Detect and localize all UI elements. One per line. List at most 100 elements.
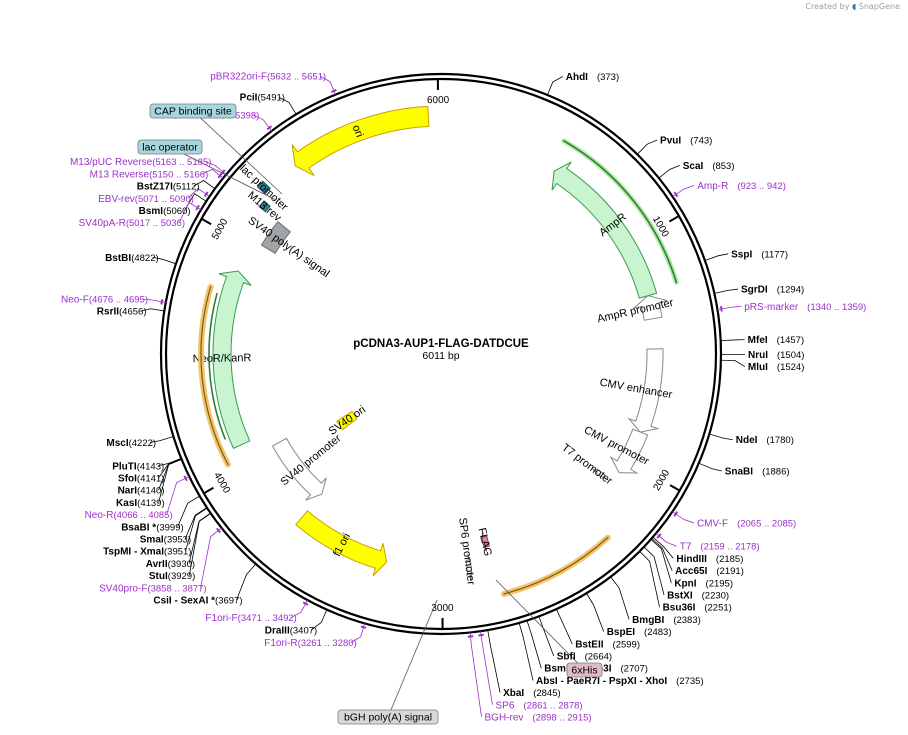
leader-neo-r	[166, 476, 190, 515]
site-label-kpni[interactable]: KpnI(2195)	[674, 578, 733, 589]
primer-label-sv40pro-f[interactable]: SV40pro-F(3858 .. 3877)	[99, 583, 207, 594]
site-label-bsu36i[interactable]: Bsu36I(2251)	[663, 603, 732, 614]
site-label-snabi[interactable]: SnaBI(1886)	[725, 466, 790, 477]
site-name: MluI	[748, 362, 768, 373]
feature-f1-ori[interactable]	[295, 510, 388, 577]
feature-sv40-promoter[interactable]	[271, 437, 327, 501]
site-label-bspei[interactable]: BspEI(2483)	[607, 627, 672, 638]
primer-label-amp-r[interactable]: Amp-R(923 .. 942)	[697, 181, 786, 192]
site-label-bstz17i[interactable]: BstZ17I(5112)	[137, 182, 200, 193]
site-name: MfeI	[748, 335, 768, 346]
primer-name: M13/pUC Reverse	[70, 157, 153, 168]
site-name: Bsu36I	[663, 603, 696, 614]
feature-ori[interactable]	[291, 105, 430, 176]
feature-label-sv40-poly-a-signal: SV40 poly(A) signal	[246, 215, 332, 280]
primer-label-neo-f[interactable]: Neo-F(4676 .. 4695)	[61, 294, 148, 305]
site-label-msci[interactable]: MscI(4222)	[106, 438, 156, 449]
site-label-sfoi[interactable]: SfoI(4141)	[118, 473, 164, 484]
site-label-draiii[interactable]: DraIII(3407)	[265, 625, 317, 636]
site-label-rsrii[interactable]: RsrII(4656)	[97, 307, 147, 318]
primer-label-f1ori-r[interactable]: F1ori-R(3261 .. 3280)	[264, 638, 357, 649]
feature-lac-promoter[interactable]	[256, 180, 271, 195]
site-label-sbfi[interactable]: SbfI(2664)	[557, 652, 612, 663]
site-position: (743)	[690, 136, 712, 147]
feature-cmv-enhancer[interactable]	[627, 348, 664, 433]
site-label-sspi[interactable]: SspI(1177)	[731, 249, 788, 260]
box-cap-binding-site[interactable]	[149, 103, 237, 119]
primer-range: (2159 .. 2178)	[700, 542, 759, 553]
site-label-ndei[interactable]: NdeI(1780)	[736, 435, 794, 446]
box-label-6xhis: 6xHis	[571, 665, 597, 677]
site-label-bstbi[interactable]: BstBI(4822)	[105, 253, 159, 264]
site-label-nrui[interactable]: NruI(1504)	[748, 350, 804, 361]
site-label-smai[interactable]: SmaI(3953)	[140, 534, 191, 545]
primer-label-sp6[interactable]: SP6(2861 .. 2878)	[496, 700, 583, 711]
site-position: (3929)	[168, 571, 195, 582]
site-label-mfei[interactable]: MfeI(1457)	[748, 335, 804, 346]
plasmid-name: pCDNA3-AUP1-FLAG-DATDCUE	[353, 338, 529, 350]
site-label-pvui[interactable]: PvuI(743)	[660, 136, 712, 147]
tick-label-3000: 3000	[431, 603, 454, 614]
site-label-csii-sexai[interactable]: CsiI - SexAI *(3697)	[153, 595, 242, 606]
site-label-avrii[interactable]: AvrII(3930)	[146, 559, 195, 570]
site-label-bmgbi[interactable]: BmgBI(2383)	[632, 615, 701, 626]
leader-ndei	[709, 433, 733, 441]
site-position: (3407)	[290, 625, 317, 636]
primer-label-m13-reverse[interactable]: M13 Reverse(5150 .. 5166)	[90, 169, 209, 180]
site-label-scai[interactable]: ScaI(853)	[683, 161, 735, 172]
feature-flag[interactable]	[481, 532, 490, 552]
primer-range: (5071 .. 5090)	[135, 194, 194, 205]
feature-sp6-promoter[interactable]	[465, 553, 472, 581]
feature-m13-rev[interactable]	[258, 200, 271, 213]
site-label-bsabi[interactable]: BsaBI *(3999)	[121, 522, 183, 533]
tick-2000	[669, 484, 680, 491]
primer-label-pbr322ori-f[interactable]: pBR322ori-F(5632 .. 5651)	[210, 72, 326, 83]
site-position: (2599)	[613, 639, 640, 650]
primer-label-f1ori-f[interactable]: F1ori-F(3471 .. 3492)	[205, 613, 296, 624]
site-position: (5491)	[257, 93, 284, 104]
box-bgh-poly-a-signal[interactable]	[337, 709, 439, 725]
site-name: PciI	[240, 93, 258, 104]
site-position: (4222)	[129, 438, 156, 449]
feature-neor-kanr[interactable]	[212, 270, 252, 450]
box-6xhis[interactable]	[566, 662, 603, 678]
site-label-bsmi[interactable]: BsmI(5060)	[139, 206, 191, 217]
site-position: (3697)	[215, 595, 242, 606]
primer-label-neo-r[interactable]: Neo-R(4066 .. 4085)	[85, 510, 173, 521]
site-label-kasi[interactable]: KasI(4139)	[116, 498, 165, 509]
primer-label-prs-marker[interactable]: pRS-marker(1340 .. 1359)	[744, 302, 866, 313]
feature-cmv-promoter[interactable]	[609, 428, 649, 474]
box-label-lac-operator: lac operator	[142, 142, 198, 154]
feature-ampr-promoter[interactable]	[633, 295, 667, 321]
primer-label-sv40pa-r[interactable]: SV40pA-R(5017 .. 5036)	[79, 218, 185, 229]
site-label-sgrdi[interactable]: SgrDI(1294)	[741, 285, 804, 296]
primer-label-t7[interactable]: T7(2159 .. 2178)	[680, 542, 760, 553]
site-label-pcii[interactable]: PciI(5491)	[240, 93, 285, 104]
site-label-nari[interactable]: NarI(4140)	[118, 486, 165, 497]
site-label-bsteii[interactable]: BstEII(2599)	[575, 639, 640, 650]
site-label-hindiii[interactable]: HindIII(2185)	[676, 554, 743, 565]
site-label-absi-paer7i-pspxi-xhoi[interactable]: AbsI - PaeR7I - PspXI - XhoI(2735)	[536, 676, 704, 687]
site-name: MscI	[106, 438, 128, 449]
feature-ampr[interactable]	[551, 161, 658, 299]
feature-sv40-ori[interactable]	[336, 410, 358, 431]
site-position: (2707)	[621, 664, 648, 675]
box-lac-operator[interactable]	[137, 139, 203, 155]
site-label-stui[interactable]: StuI(3929)	[149, 571, 195, 582]
primer-label-m13-puc-reverse[interactable]: M13/pUC Reverse(5163 .. 5185)	[70, 157, 211, 168]
site-label-xbai[interactable]: XbaI(2845)	[503, 688, 561, 699]
site-label-bstxi[interactable]: BstXI(2230)	[667, 591, 729, 602]
primer-label-ebv-rev[interactable]: EBV-rev(5071 .. 5090)	[98, 194, 194, 205]
feature-t7-promoter[interactable]	[591, 467, 608, 481]
site-name: StuI	[149, 571, 168, 582]
site-label-acc65i[interactable]: Acc65I(2191)	[675, 566, 744, 577]
annotation-labels[interactable]: AhdI(373) PvuI(743) ScaI(853) Amp-R(923 .. …	[61, 72, 866, 725]
primer-label-cmv-f[interactable]: CMV-F(2065 .. 2085)	[697, 518, 796, 529]
primer-label-bgh-rev[interactable]: BGH-rev(2898 .. 2915)	[485, 713, 592, 724]
site-label-tspmi-xmai[interactable]: TspMI - XmaI(3951)	[103, 547, 191, 558]
site-label-pluti[interactable]: PluTI(4143)	[112, 461, 164, 472]
feature-sv40-poly-a-signal[interactable]	[260, 221, 292, 255]
site-position: (1780)	[766, 435, 793, 446]
site-label-ahdi[interactable]: AhdI(373)	[566, 72, 619, 83]
site-label-mlui[interactable]: MluI(1524)	[748, 362, 804, 373]
